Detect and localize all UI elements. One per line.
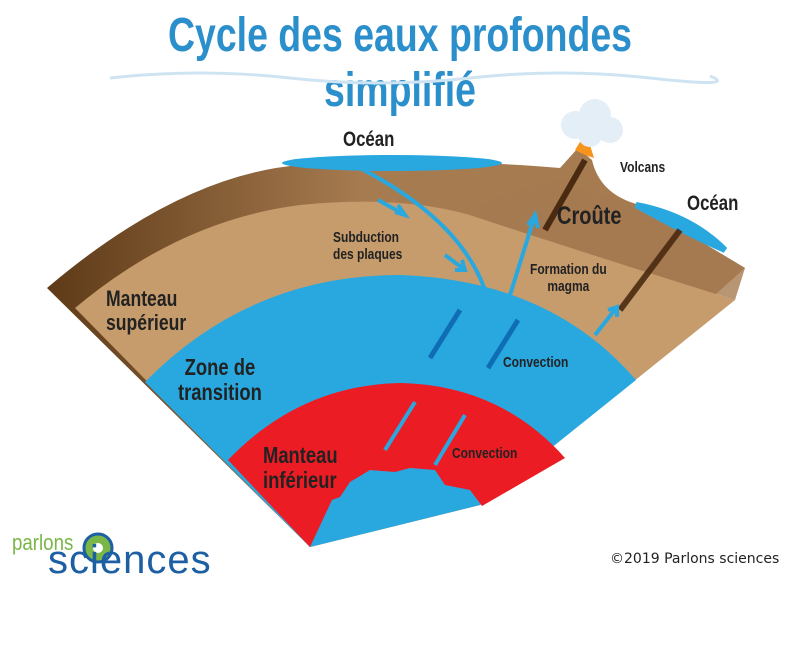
label-subduction-line2: des plaques	[333, 245, 403, 263]
label-manteau-sup-line1: Manteau	[106, 286, 178, 311]
label-croute: Croûte	[557, 202, 622, 230]
arrow-magma-1	[508, 210, 540, 296]
lower-mantle	[228, 383, 565, 547]
label-ocean-left: Océan	[343, 128, 395, 151]
arrow-convection-lower-up	[433, 413, 467, 467]
ocean-right	[634, 202, 728, 253]
label-manteau-sup-line2: supérieur	[106, 310, 187, 336]
arrow-subduction-2	[443, 253, 468, 272]
label-subduction-line1: Subduction	[333, 229, 399, 246]
label-manteau-inf-line2: inférieur	[263, 467, 337, 494]
arrow-convection-upper-up	[485, 318, 521, 370]
logo-sciences: sciences	[48, 538, 212, 582]
magma-conduit-left	[542, 158, 588, 232]
label-convection-lower: Convection	[452, 445, 518, 462]
subduction-slab	[359, 166, 487, 291]
label-volcans: Volcans	[620, 159, 666, 176]
copyright: ©2019 Parlons sciences	[610, 551, 780, 567]
arrow-convection-lower-down	[383, 400, 417, 452]
label-zone-line2: transition	[178, 379, 262, 406]
label-ocean-right: Océan	[687, 192, 739, 215]
arrows	[377, 198, 619, 467]
arrow-subduction-1	[377, 198, 410, 219]
page-title: Cycle des eaux profondes simplifié	[167, 9, 633, 117]
magma-conduit-right	[617, 228, 683, 312]
label-formation-line1: Formation du	[530, 261, 607, 278]
label-convection-upper: Convection	[503, 354, 569, 371]
label-manteau-inf-line1: Manteau	[263, 442, 338, 468]
arrow-magma-2	[593, 304, 619, 337]
title-wave	[109, 71, 719, 85]
ocean-left	[282, 155, 502, 171]
arrow-convection-upper-down	[427, 308, 463, 360]
label-formation-line2: magma	[547, 277, 590, 295]
cloud-icon	[561, 99, 623, 147]
label-zone-line1: Zone de	[184, 354, 256, 380]
logo-parlons: parlons	[12, 530, 74, 555]
